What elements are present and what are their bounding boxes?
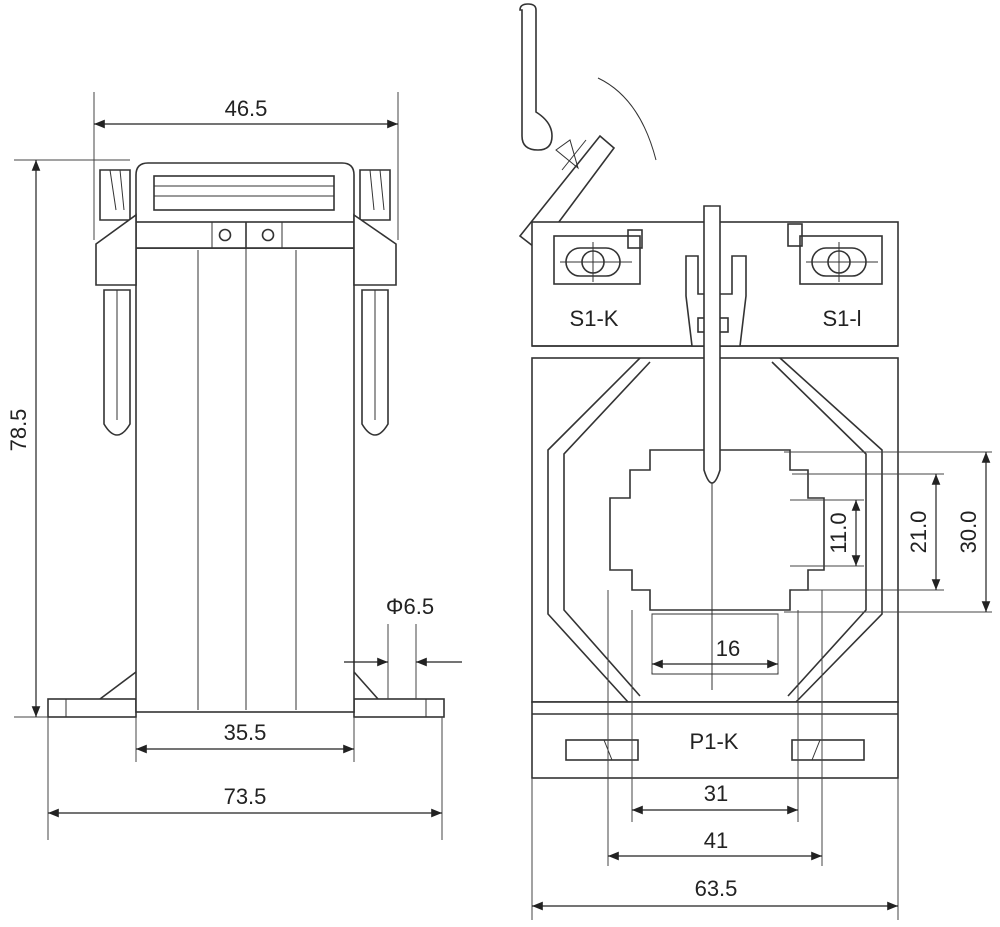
dim-label-21-0: 21.0 xyxy=(906,511,931,554)
side-left-terminal xyxy=(95,169,137,436)
dim-label-46-5: 46.5 xyxy=(225,96,268,121)
dim-label-30-0: 30.0 xyxy=(956,511,981,554)
front-hinge-lever xyxy=(518,3,657,252)
side-right-terminal xyxy=(353,169,397,436)
side-view: 46.5 78.5 Φ6.5 35.5 73.5 xyxy=(6,92,462,840)
terminal-label-s1-k: S1-K xyxy=(570,306,619,331)
terminal-label-s1-l: S1-l xyxy=(822,306,861,331)
dim-label-16: 16 xyxy=(716,636,740,661)
front-view: S1-K S1-l xyxy=(518,3,992,920)
dim-label-35-5: 35.5 xyxy=(224,720,267,745)
dim-label-11-0: 11.0 xyxy=(826,512,851,553)
dim-label-73-5: 73.5 xyxy=(224,784,267,809)
side-body xyxy=(135,162,355,713)
dim-label-41: 41 xyxy=(704,828,728,853)
front-mounting-base: P1-K xyxy=(531,701,899,779)
side-base-feet xyxy=(47,671,445,718)
dim-label-78-5: 78.5 xyxy=(6,409,31,452)
dim-label-hole: Φ6.5 xyxy=(386,594,434,619)
front-housing xyxy=(531,357,899,703)
dim-label-31: 31 xyxy=(704,781,728,806)
dim-label-63-5: 63.5 xyxy=(695,876,738,901)
terminal-label-p1-k: P1-K xyxy=(690,729,739,754)
